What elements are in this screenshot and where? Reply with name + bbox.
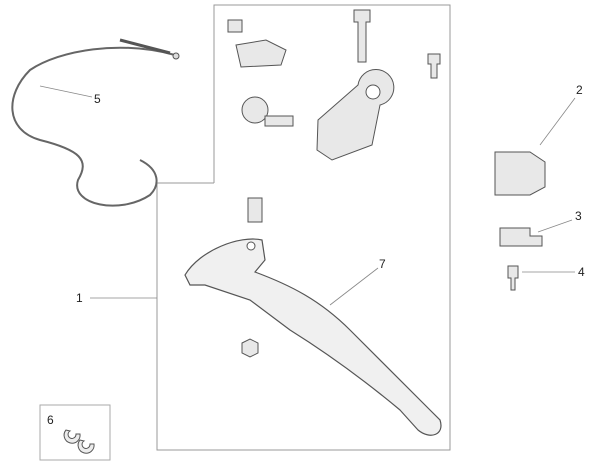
callout-5: 5 [94,92,101,106]
part-pivot-bolt [353,9,371,63]
adjuster-thread [264,115,294,127]
leader-7 [329,267,379,306]
callout-3: 3 [575,209,582,223]
part-7-lever [184,238,442,436]
part-6-clips [63,429,95,454]
callout-4: 4 [578,265,585,279]
part-2-switch [494,151,546,196]
part-lever-holder [316,69,395,161]
leader-2 [539,97,576,146]
part-6-box [39,404,111,461]
assembly-outline [156,4,451,451]
leader-5 [39,85,93,98]
part-3-switch [499,227,543,247]
holder-bore [365,84,381,100]
cable-nipple [172,52,180,60]
leader-3 [537,219,573,233]
part-small-screw [427,53,441,79]
cable-end [119,38,171,55]
lever-pivot-hole [246,241,256,251]
part-5-cable [11,46,176,207]
part-4-screw [507,265,519,291]
part-bushing [247,197,263,223]
part-adjuster [241,96,269,124]
callout-1: 1 [76,291,83,305]
part-screw-top [227,19,243,33]
part-bracket [235,39,287,68]
part-nut [241,338,259,358]
callout-7: 7 [379,257,386,271]
callout-6: 6 [47,413,54,427]
callout-2: 2 [576,83,583,97]
